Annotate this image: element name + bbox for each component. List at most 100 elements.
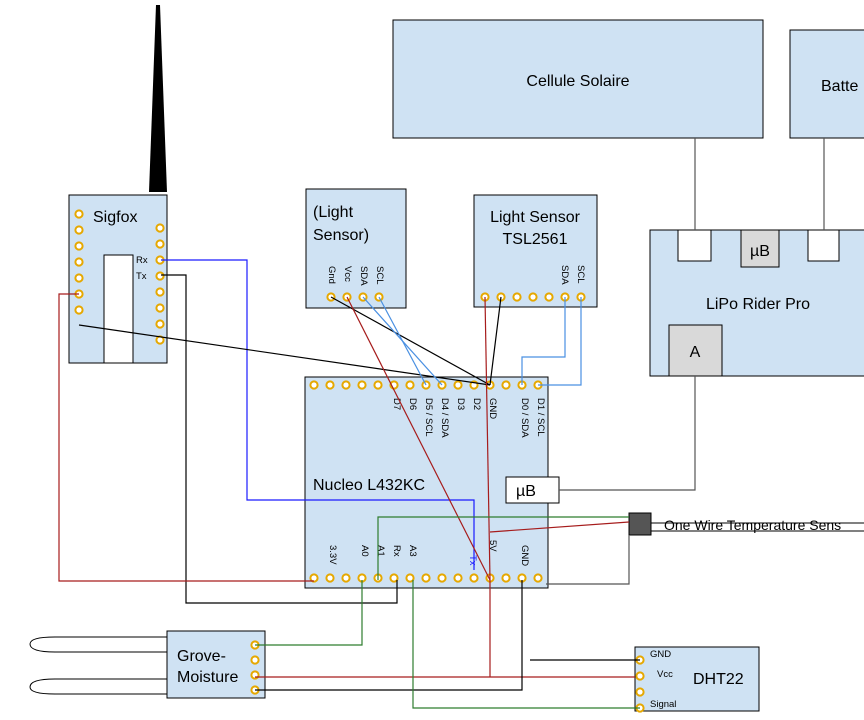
sigfox-left-pin-4: [74, 257, 84, 267]
sigfox-right-pin-2: [155, 239, 165, 249]
nucleo-top-pin-1: [309, 380, 319, 390]
battery-label: Batte: [821, 78, 858, 95]
lipo-label: LiPo Rider Pro: [706, 296, 810, 313]
nucleo-pin-d5-scl: D5 / SCL: [423, 398, 434, 437]
light-sensor-1-pin-scl: SCL: [374, 266, 385, 284]
nucleo-bottom-pin-15: [533, 573, 543, 583]
light-sensor-1-title-line1: (Light: [313, 204, 354, 221]
dht22-pin-gnd: GND: [650, 649, 671, 660]
nucleo-pin-5v: 5V: [487, 540, 498, 552]
light-sensor-2-title-line1: Light Sensor: [490, 209, 581, 226]
lipo-ub-label: µB: [750, 243, 770, 260]
wire-lipo-nucleo-ub: [559, 376, 696, 491]
light-sensor-2-title-line2: TSL2561: [503, 231, 568, 248]
sigfox-module: Sigfox Rx Tx: [68, 194, 168, 364]
wire-light1-gnd-nucleo-gnd: [330, 296, 491, 386]
nucleo-pin-a0: A0: [359, 545, 370, 557]
wire-light2-sda-nucleo-d0: [521, 297, 566, 385]
nucleo-pin-3v3: 3.3V: [327, 545, 338, 565]
wire-light2-gnd-nucleo-gnd: [489, 296, 502, 386]
nucleo-pin-d0-sda: D0 / SDA: [519, 398, 530, 438]
nucleo-pin-d3: D3: [455, 398, 466, 410]
nucleo-bottom-pin-8: [421, 573, 431, 583]
antenna-icon: [149, 5, 167, 192]
dht22-pin-vcc: Vcc: [657, 669, 673, 680]
nucleo-top-pin-10: [453, 380, 463, 390]
moisture-probe-icon-top: [29, 636, 168, 653]
solar-cell-label: Cellule Solaire: [526, 73, 629, 90]
wire-light1-vcc-nucleo-5v: [346, 296, 491, 581]
dht22-pin-signal: Signal: [650, 699, 676, 710]
light-sensor-1-module: (Light Sensor) Gnd Vcc SDA SCL: [305, 188, 407, 309]
grove-moisture-module: Grove- Moisture: [166, 630, 266, 699]
nucleo-bottom-pin-6: [389, 573, 399, 583]
nucleo-pin-gnd-top: GND: [487, 398, 498, 419]
light-sensor-2-module: Light Sensor TSL2561 SDA SCL: [473, 194, 598, 308]
grove-title-line2: Moisture: [177, 669, 238, 686]
nucleo-bottom-pin-13: [501, 573, 511, 583]
light-sensor-1-pin-vcc: Vcc: [342, 266, 353, 282]
nucleo-bottom-pin-10: [453, 573, 463, 583]
grove-pin-2: [250, 655, 260, 665]
sigfox-label: Sigfox: [93, 209, 137, 226]
nucleo-pin-d4-sda: D4 / SDA: [439, 398, 450, 438]
solar-cell-module: Cellule Solaire: [392, 19, 764, 139]
nucleo-bottom-pin-1: [309, 573, 319, 583]
light-sensor-2-pin-sda: SDA: [559, 265, 570, 285]
sigfox-left-pin-3: [74, 241, 84, 251]
sigfox-right-pin-4: [155, 271, 165, 281]
wire-grove-signal-a0: [255, 580, 363, 646]
nucleo-top-pin-2: [325, 380, 335, 390]
wire-sigfox-gnd-nucleo-gnd: [78, 324, 491, 386]
wire-light2-vcc-nucleo-5v: [484, 296, 491, 581]
nucleo-ub-label: µB: [516, 483, 536, 500]
battery-module: Batte: [789, 29, 864, 139]
nucleo-pin-a3: A3: [407, 545, 418, 557]
wire-light1-scl-nucleo-d5: [378, 296, 427, 386]
nucleo-bottom-pin-9: [437, 573, 447, 583]
nucleo-top-pin-3: [341, 380, 351, 390]
onewire-sensor: One Wire Temperature Sens: [628, 512, 864, 536]
wire-sigfox-vcc-nucleo-3v3: [58, 293, 314, 582]
light-sensor-2-pin-4: [528, 292, 538, 302]
sigfox-left-pin-7: [74, 305, 84, 315]
nucleo-bottom-pin-2: [325, 573, 335, 583]
wire-onewire-gnd: [546, 535, 630, 585]
sigfox-right-pin-1: [155, 223, 165, 233]
nucleo-top-pin-7: [405, 380, 415, 390]
wire-sigfox-tx-nucleo-rx: [161, 274, 398, 604]
sigfox-tx-label: Tx: [136, 271, 147, 282]
nucleo-pin-rx: Rx: [391, 545, 402, 557]
nucleo-pin-d2: D2: [471, 398, 482, 410]
nucleo-bottom-pin-11: [469, 573, 479, 583]
sigfox-left-pin-5: [74, 273, 84, 283]
grove-title-line1: Grove-: [177, 648, 226, 665]
wires: [58, 138, 825, 709]
wire-dht-signal-a3: [412, 580, 640, 709]
onewire-sensor-body: [628, 512, 652, 536]
wire-grove-gnd: [255, 580, 523, 691]
sigfox-rx-label: Rx: [136, 255, 148, 266]
sigfox-right-pin-6: [155, 303, 165, 313]
moisture-probe-icon-bottom: [29, 678, 168, 695]
dht22-pin-3: [635, 687, 645, 697]
onewire-label: One Wire Temperature Sens: [664, 517, 841, 533]
nucleo-top-pin-4: [357, 380, 367, 390]
nucleo-label: Nucleo L432KC: [313, 477, 425, 494]
sigfox-left-pin-2: [74, 225, 84, 235]
lipo-a-label: A: [690, 344, 701, 361]
nucleo-pin-d1-scl: D1 / SCL: [535, 398, 546, 437]
nucleo-pin-a1: A1: [375, 545, 386, 557]
nucleo-top-pin-5: [373, 380, 383, 390]
nucleo-pin-tx: Tx: [467, 555, 478, 566]
wire-onewire-vcc-5v: [489, 521, 630, 533]
wire-onewire-signal-a1: [377, 516, 629, 580]
light-sensor-1-pin-gnd: Gnd: [326, 266, 337, 284]
sigfox-left-pin-1: [74, 209, 84, 219]
nucleo-bottom-pin-7: [405, 573, 415, 583]
wire-light2-scl-nucleo-d1: [538, 297, 582, 386]
wire-sigfox-rx-nucleo-tx: [161, 259, 475, 570]
light-sensor-1-pin-sda: SDA: [358, 266, 369, 286]
nucleo-pin-gnd-bottom: GND: [519, 545, 530, 566]
